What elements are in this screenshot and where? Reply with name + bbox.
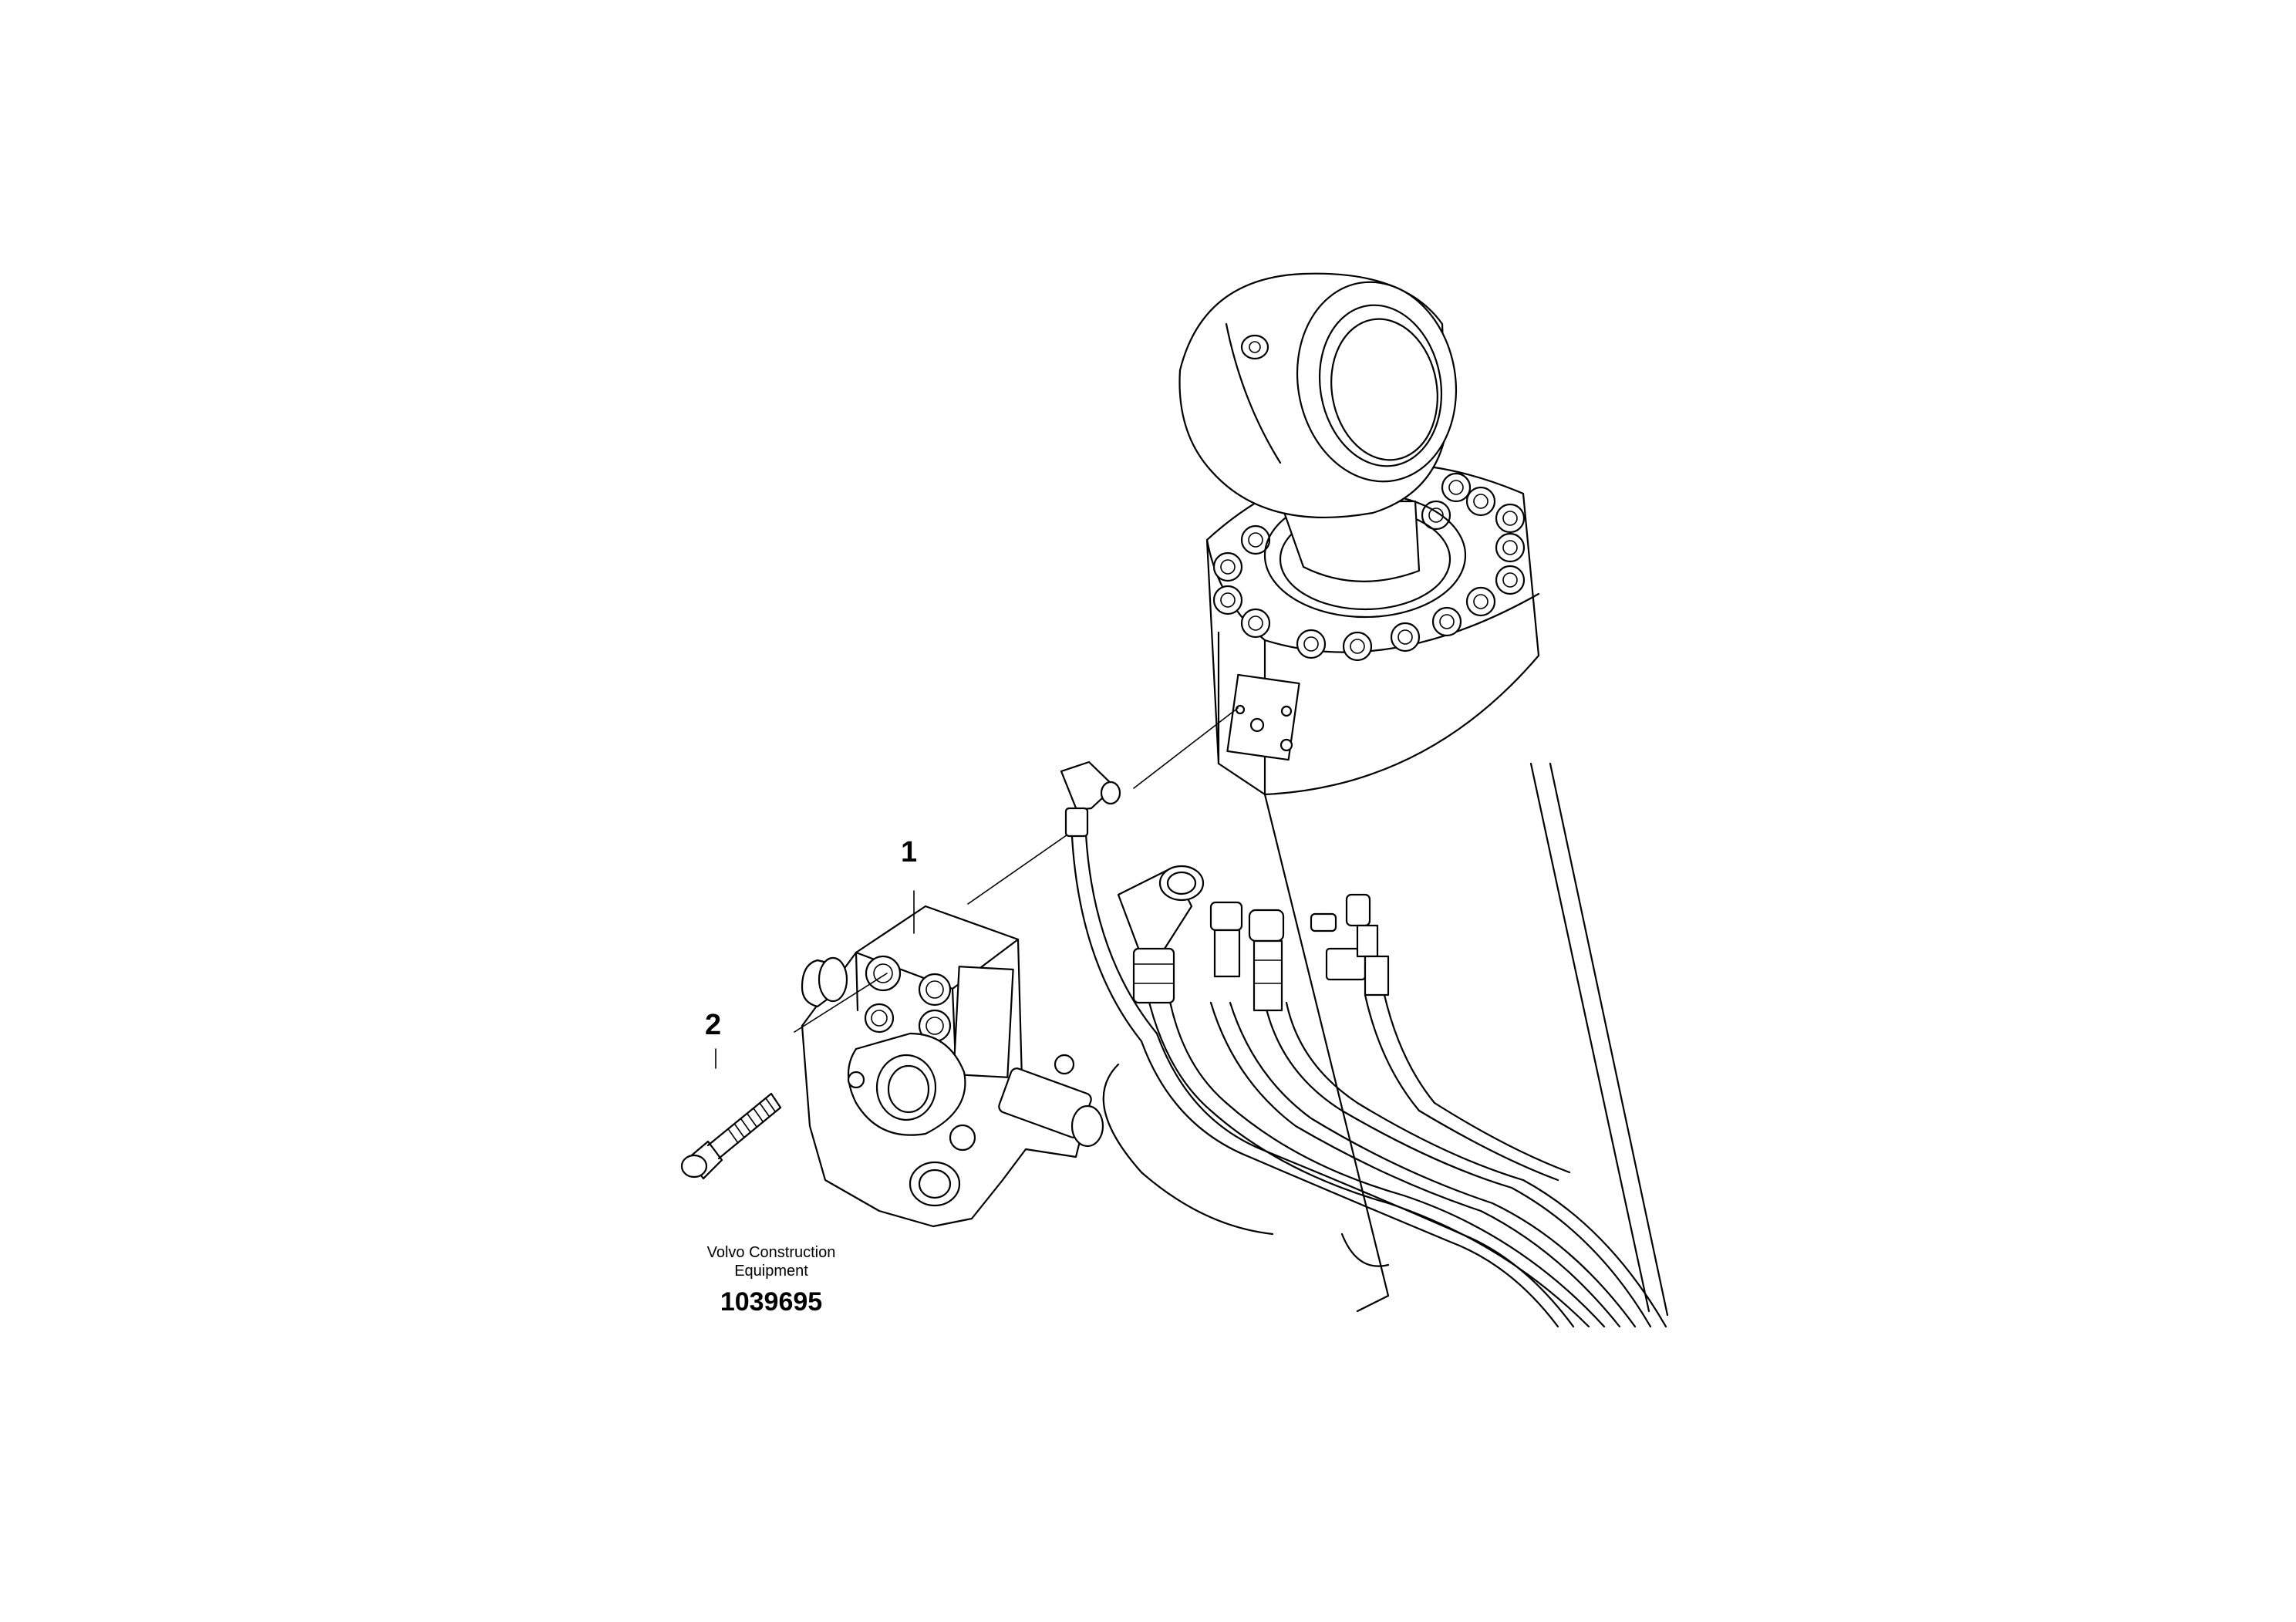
elbow-fitting [1060, 760, 1121, 838]
leader-lines [715, 707, 1239, 1069]
rod-eye [1178, 272, 1458, 582]
drawing-caption: Volvo Construction Equipment 1039695 [648, 1243, 895, 1317]
socket-head-screw [680, 1092, 782, 1180]
flange-bolts [1212, 472, 1526, 662]
brand-line-2: Equipment [734, 1263, 808, 1280]
valve-block [801, 905, 1104, 1228]
drawing-number: 1039695 [720, 1287, 823, 1317]
cylinder-barrel [1263, 762, 1669, 1317]
brand-line-1: Volvo Construction [706, 1244, 836, 1261]
callout-1: 1 [901, 836, 918, 868]
hose-fittings [1117, 865, 1390, 1012]
callout-2: 2 [705, 1009, 722, 1041]
cylinder-head-flange [1205, 463, 1540, 796]
hydraulic-hoses [1070, 833, 1667, 1328]
